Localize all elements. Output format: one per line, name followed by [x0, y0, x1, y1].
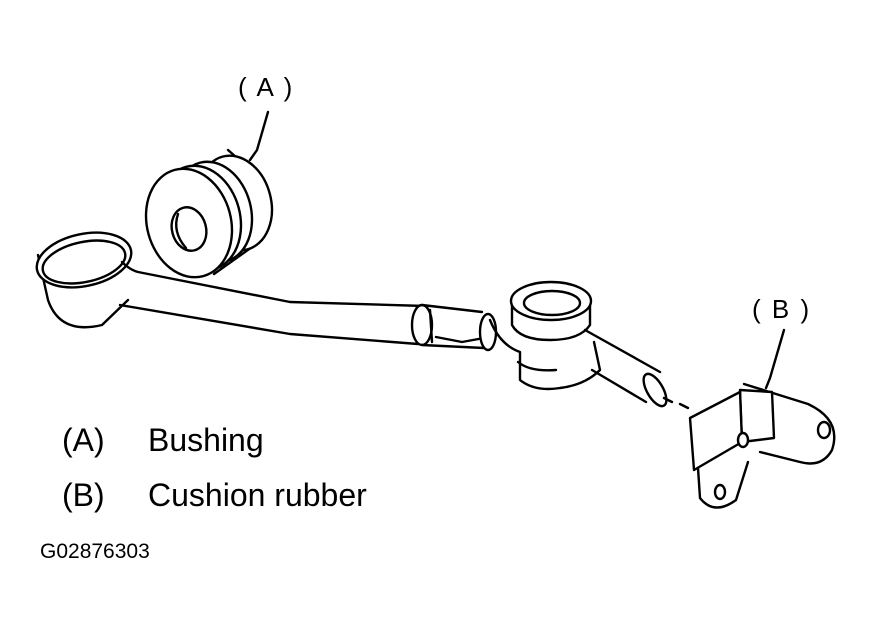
legend-label: Bushing: [148, 422, 264, 458]
callout-a-label: ( A ): [238, 72, 295, 102]
legend-label: Cushion rubber: [148, 477, 367, 513]
legend-key: (A): [62, 422, 105, 458]
callout-b-label: ( B ): [752, 294, 812, 324]
center-boss-drawing: [488, 280, 602, 391]
leader-line-a: [248, 110, 270, 162]
leader-line-b: [764, 328, 786, 390]
bushing-drawing: [144, 148, 274, 279]
rod-arm-drawing: [118, 260, 498, 352]
eye-ring-drawing: [35, 231, 133, 329]
legend-item: (A) Bushing: [62, 422, 264, 459]
cushion-rubber-drawing: [688, 382, 836, 509]
legend-key: (B): [62, 477, 105, 513]
link-arm-drawing: [583, 328, 690, 410]
legend-item: (B) Cushion rubber: [62, 477, 367, 514]
figure-id: G02876303: [40, 540, 150, 563]
